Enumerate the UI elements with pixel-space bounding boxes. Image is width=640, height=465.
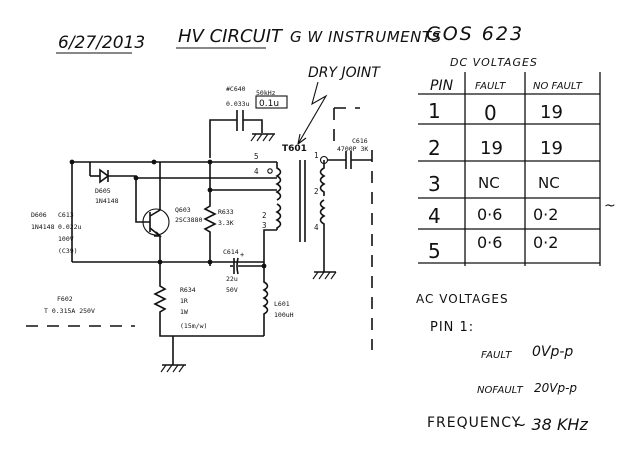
dc-row-5: 5 0·6 0·2 — [428, 233, 558, 263]
model-text: GOS 623 — [426, 23, 524, 45]
dc-cell-fault: 0·6 — [477, 205, 502, 224]
c613-volt: 100V — [58, 235, 74, 243]
d606-part: 1N4148 — [31, 223, 55, 231]
r633-ref: R633 — [218, 208, 234, 216]
dc-header-fault: FAULT — [475, 81, 506, 92]
l601-value: 100uH — [274, 311, 294, 319]
ac-fault-label: FAULT — [481, 350, 512, 361]
d606-ref: D606 — [31, 211, 47, 219]
c616-ref: C616 — [352, 137, 368, 145]
dc-cell-pin: 1 — [428, 99, 441, 123]
pin-2-label: 2 — [262, 211, 267, 220]
dc-row-2: 2 19 19 — [428, 136, 563, 160]
schematic: #C640 0.033u 50kHz 0.1u DRY JOINT 5 — [26, 65, 381, 373]
dc-cell-pin: 3 — [428, 172, 441, 196]
f602-fuse: F602 T 0.315A 250V — [26, 295, 135, 327]
f602-ref: F602 — [57, 295, 73, 303]
header: 6/27/2013 HV CIRCUIT G W INSTRUMENTS GOS… — [56, 23, 524, 54]
l601-ref: L601 — [274, 300, 290, 308]
c616-value: 4700P 3K — [337, 145, 368, 153]
ac-voltage-notes: AC VOLTAGES PIN 1: FAULT 0Vp-p NOFAULT 2… — [416, 292, 588, 434]
r633-value: 3.3K — [218, 219, 234, 227]
dc-cell-fault: 19 — [480, 138, 503, 159]
dc-row-4: 4 0·6 0·2 — [428, 204, 558, 228]
dc-header-pin: PIN — [430, 78, 454, 94]
r634-ref: R634 — [180, 286, 196, 294]
dc-voltage-table: DC VOLTAGES PIN FAULT NO FAULT 1 0 19 2 … — [418, 56, 616, 266]
sec-pin-1-label: 1 — [314, 151, 319, 160]
dc-row-3: 3 NC NC — [428, 172, 560, 196]
dc-header-nofault: NO FAULT — [533, 81, 583, 92]
q603-ref: Q603 — [175, 206, 191, 214]
t601-secondary-winding: 1 2 4 — [314, 151, 329, 272]
f602-value: T 0.315A 250V — [44, 307, 95, 315]
c640-freq: 50kHz — [256, 89, 276, 97]
ac-title: AC VOLTAGES — [416, 292, 509, 306]
c613-note: (C39) — [58, 247, 78, 255]
t601-label: T601 — [282, 144, 307, 154]
ac-pin-label: PIN 1: — [430, 320, 474, 335]
c613-ref: C613 — [58, 211, 74, 219]
c640-capacitor: #C640 0.033u 50kHz 0.1u — [209, 85, 288, 158]
sec-pin-2-label: 2 — [314, 187, 319, 196]
dc-cell-nofault: 0·2 — [533, 205, 558, 224]
ground-symbol-bottom — [160, 364, 186, 373]
c614-capacitor: C614 22u 50V + — [209, 248, 264, 294]
svg-text:+: + — [240, 251, 244, 259]
page-title: HV CIRCUIT — [178, 26, 284, 47]
maker-text: G W INSTRUMENTS — [290, 28, 442, 46]
dry-joint-arrow — [297, 81, 328, 145]
d605-diode: D605 1N4148 — [90, 168, 137, 205]
q603-transistor: Q603 2SC3880 — [135, 162, 202, 262]
c614-ref: C614 — [223, 248, 239, 256]
ac-nofault-value: 20Vp-p — [534, 381, 577, 395]
dc-cell-fault: 0·6 — [477, 233, 502, 252]
c640-value: 0.033u — [226, 100, 250, 108]
t601-primary-winding: 2 3 — [262, 162, 282, 262]
dc-cell-pin: 5 — [428, 239, 441, 263]
pin-5-label: 5 — [254, 152, 259, 161]
dc-table-title: DC VOLTAGES — [450, 56, 538, 69]
c640-ref: #C640 — [226, 85, 246, 93]
pin-3-label: 3 — [262, 221, 267, 230]
c614-volt: 50V — [226, 286, 238, 294]
q603-part: 2SC3880 — [175, 216, 202, 224]
dc-cell-pin: 4 — [428, 204, 441, 228]
r634-value: 1R — [180, 297, 188, 305]
sec-pin-4-label: 4 — [314, 223, 319, 232]
r633-resistor: R633 3.3K — [203, 162, 234, 262]
r634-resistor: R634 1R 1W (15m/w) — [153, 262, 264, 337]
c616-capacitor: C616 4700P 3K — [327, 137, 372, 169]
c613-value: 0.022u — [58, 223, 82, 231]
date-text: 6/27/2013 — [58, 33, 145, 53]
ac-fault-value: 0Vp-p — [532, 344, 573, 360]
dc-cell-fault: NC — [478, 174, 500, 192]
dry-joint-label: DRY JOINT — [308, 65, 381, 81]
dc-row-1: 1 0 19 — [428, 99, 563, 125]
pin-4-label: 4 — [254, 167, 259, 176]
dc-cell-fault: 0 — [484, 101, 497, 125]
ground-symbol-c640 — [250, 133, 275, 142]
r634-note: (15m/w) — [180, 322, 207, 330]
d606-c613-labels: D606 1N4148 C613 0.022u 100V (C39) — [31, 211, 82, 255]
dc-cell-nofault: 0·2 — [533, 233, 558, 252]
margin-tilde: ~ — [604, 198, 616, 214]
ac-nofault-label: NOFAULT — [477, 385, 524, 396]
l601-inductor: L601 100uH — [262, 262, 294, 336]
d605-ref: D605 — [95, 187, 111, 195]
dc-cell-pin: 2 — [428, 136, 441, 160]
r634-watt: 1W — [180, 308, 188, 316]
frequency-value: ~ 38 KHz — [513, 415, 588, 434]
c640-new-value: 0.1u — [259, 99, 279, 109]
d605-part: 1N4148 — [95, 197, 119, 205]
ground-symbol-secondary — [312, 271, 337, 280]
c640-new-value-box — [255, 95, 288, 109]
frequency-label: FREQUENCY — [427, 415, 521, 431]
dc-cell-nofault: NC — [538, 174, 560, 192]
c614-value: 22u — [226, 275, 238, 283]
dc-cell-nofault: 19 — [540, 102, 563, 123]
dc-cell-nofault: 19 — [540, 138, 563, 159]
